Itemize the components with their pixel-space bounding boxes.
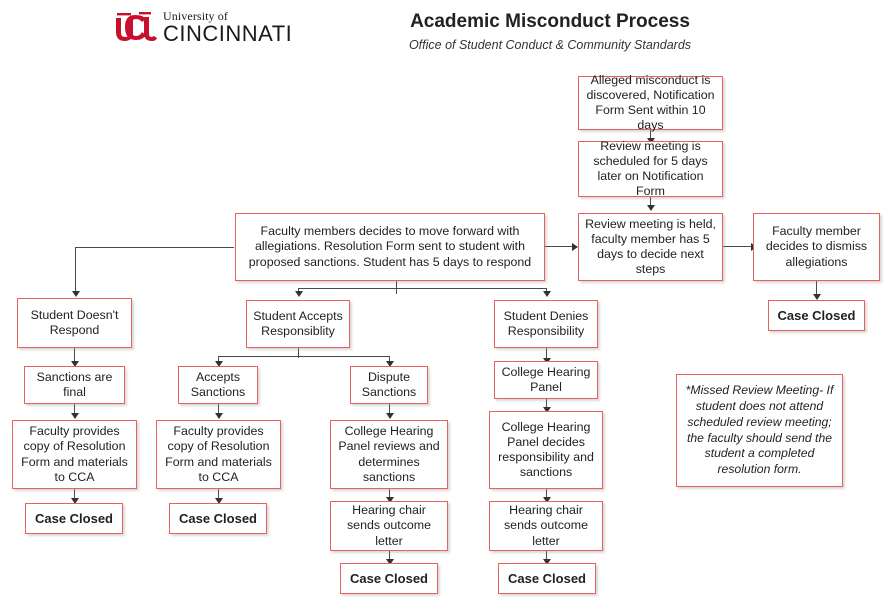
connector-n16-n17	[389, 489, 391, 501]
arrowhead-n6-n19	[543, 291, 551, 297]
arrowhead-n4-n5	[813, 294, 821, 300]
arrowhead-n8-n9	[71, 413, 79, 419]
connector-n15-n16	[389, 404, 391, 418]
connector-n13-n14	[218, 489, 220, 503]
arrowhead-n11-n12	[215, 361, 223, 367]
node-faculty-provides-copy-cca-accepts[interactable]: Faculty provides copy of Resolution Form…	[156, 420, 281, 489]
connector-n6-bus-stub	[396, 281, 398, 294]
node-faculty-moves-forward[interactable]: Faculty members decides to move forward …	[235, 213, 545, 281]
arrowhead-n7-n8	[71, 361, 79, 367]
arrowhead-n6-n7	[72, 291, 80, 297]
node-accepts-sanctions[interactable]: Accepts Sanctions	[178, 366, 258, 404]
connector-bus-to-n15	[389, 356, 391, 364]
arrowhead-n21-n22	[543, 497, 551, 503]
node-review-meeting-held[interactable]: Review meeting is held, faculty member h…	[578, 213, 723, 281]
arrowhead-n2-n3	[647, 205, 655, 211]
connector-bus-to-n12	[218, 356, 220, 364]
node-hearing-chair-outcome-letter-denies[interactable]: Hearing chair sends outcome letter	[489, 501, 603, 551]
arrowhead-n6-n11	[295, 291, 303, 297]
arrowhead-n22-n23	[543, 559, 551, 565]
connector-n6-n3	[545, 246, 577, 248]
node-sanctions-are-final[interactable]: Sanctions are final	[24, 366, 125, 404]
node-college-hearing-panel[interactable]: College Hearing Panel	[494, 361, 598, 399]
connector-n20-n21	[546, 399, 548, 411]
node-hearing-chair-outcome-letter-dispute[interactable]: Hearing chair sends outcome letter	[330, 501, 448, 551]
arrowhead-n15-n16	[386, 413, 394, 419]
university-logo: University of CINCINNATI	[113, 10, 292, 45]
connector-n11-bus-stub	[298, 348, 300, 358]
connector-n6-n7-horizontal	[75, 247, 234, 249]
connector-n8-n9	[74, 404, 76, 418]
uc-bearcat-mark-icon	[116, 11, 157, 41]
logo-university-text: University of	[163, 9, 228, 23]
node-review-meeting-scheduled[interactable]: Review meeting is scheduled for 5 days l…	[578, 139, 723, 198]
connector-n3-n4	[723, 246, 753, 248]
node-case-closed-no-response[interactable]: Case Closed	[25, 503, 123, 534]
connector-n2-n3	[650, 197, 652, 209]
page-title: Academic Misconduct Process	[410, 11, 690, 32]
logo-cincinnati-text: CINCINNATI	[163, 21, 293, 46]
arrowhead-n20-n21	[543, 407, 551, 413]
connector-n21-n22	[546, 489, 548, 501]
node-case-closed-accepts[interactable]: Case Closed	[169, 503, 267, 534]
node-student-denies-responsibility[interactable]: Student Denies Responsibility	[494, 300, 598, 348]
note-missed-review-meeting: *Missed Review Meeting- If student does …	[676, 374, 843, 487]
node-case-closed-denies[interactable]: Case Closed	[498, 563, 596, 594]
page-subtitle: Office of Student Conduct & Community St…	[408, 38, 692, 52]
arrowhead-n6-n3	[572, 243, 578, 251]
node-faculty-dismisses-allegations[interactable]: Faculty member decides to dismiss allegi…	[753, 213, 880, 281]
node-alleged-misconduct-discovered[interactable]: Alleged misconduct is discovered, Notifi…	[578, 73, 723, 132]
node-case-closed-dispute[interactable]: Case Closed	[340, 563, 438, 594]
node-dispute-sanctions[interactable]: Dispute Sanctions	[350, 366, 428, 404]
node-student-accepts-responsibility[interactable]: Student Accepts Responsiblity	[246, 300, 350, 348]
node-student-doesnt-respond[interactable]: Student Doesn't Respond	[17, 298, 132, 348]
arrowhead-n11-n15	[386, 361, 394, 367]
arrowhead-n12-n13	[215, 413, 223, 419]
node-faculty-provides-copy-cca-left[interactable]: Faculty provides copy of Resolution Form…	[12, 420, 137, 489]
connector-n7-n8	[74, 348, 76, 364]
connector-n19-n20	[546, 348, 548, 362]
arrowhead-n16-n17	[386, 497, 394, 503]
arrowhead-n9-n10	[71, 498, 79, 504]
connector-n11-bus	[218, 356, 389, 358]
connector-n9-n10	[74, 489, 76, 503]
connector-n4-n5	[816, 281, 818, 297]
connector-n12-n13	[218, 404, 220, 418]
connector-n6-n7-vertical	[75, 247, 77, 294]
node-panel-reviews-determines-sanctions[interactable]: College Hearing Panel reviews and determ…	[330, 420, 448, 489]
node-case-closed-dismissed[interactable]: Case Closed	[768, 300, 865, 331]
connector-n22-n23	[546, 551, 548, 563]
connector-n6-bus	[298, 288, 547, 290]
connector-n17-n18	[389, 551, 391, 563]
arrowhead-n13-n14	[215, 498, 223, 504]
node-panel-decides-responsibility-sanctions[interactable]: College Hearing Panel decides responsibi…	[489, 411, 603, 489]
arrowhead-n17-n18	[386, 559, 394, 565]
connector-n1-n2	[650, 130, 652, 142]
